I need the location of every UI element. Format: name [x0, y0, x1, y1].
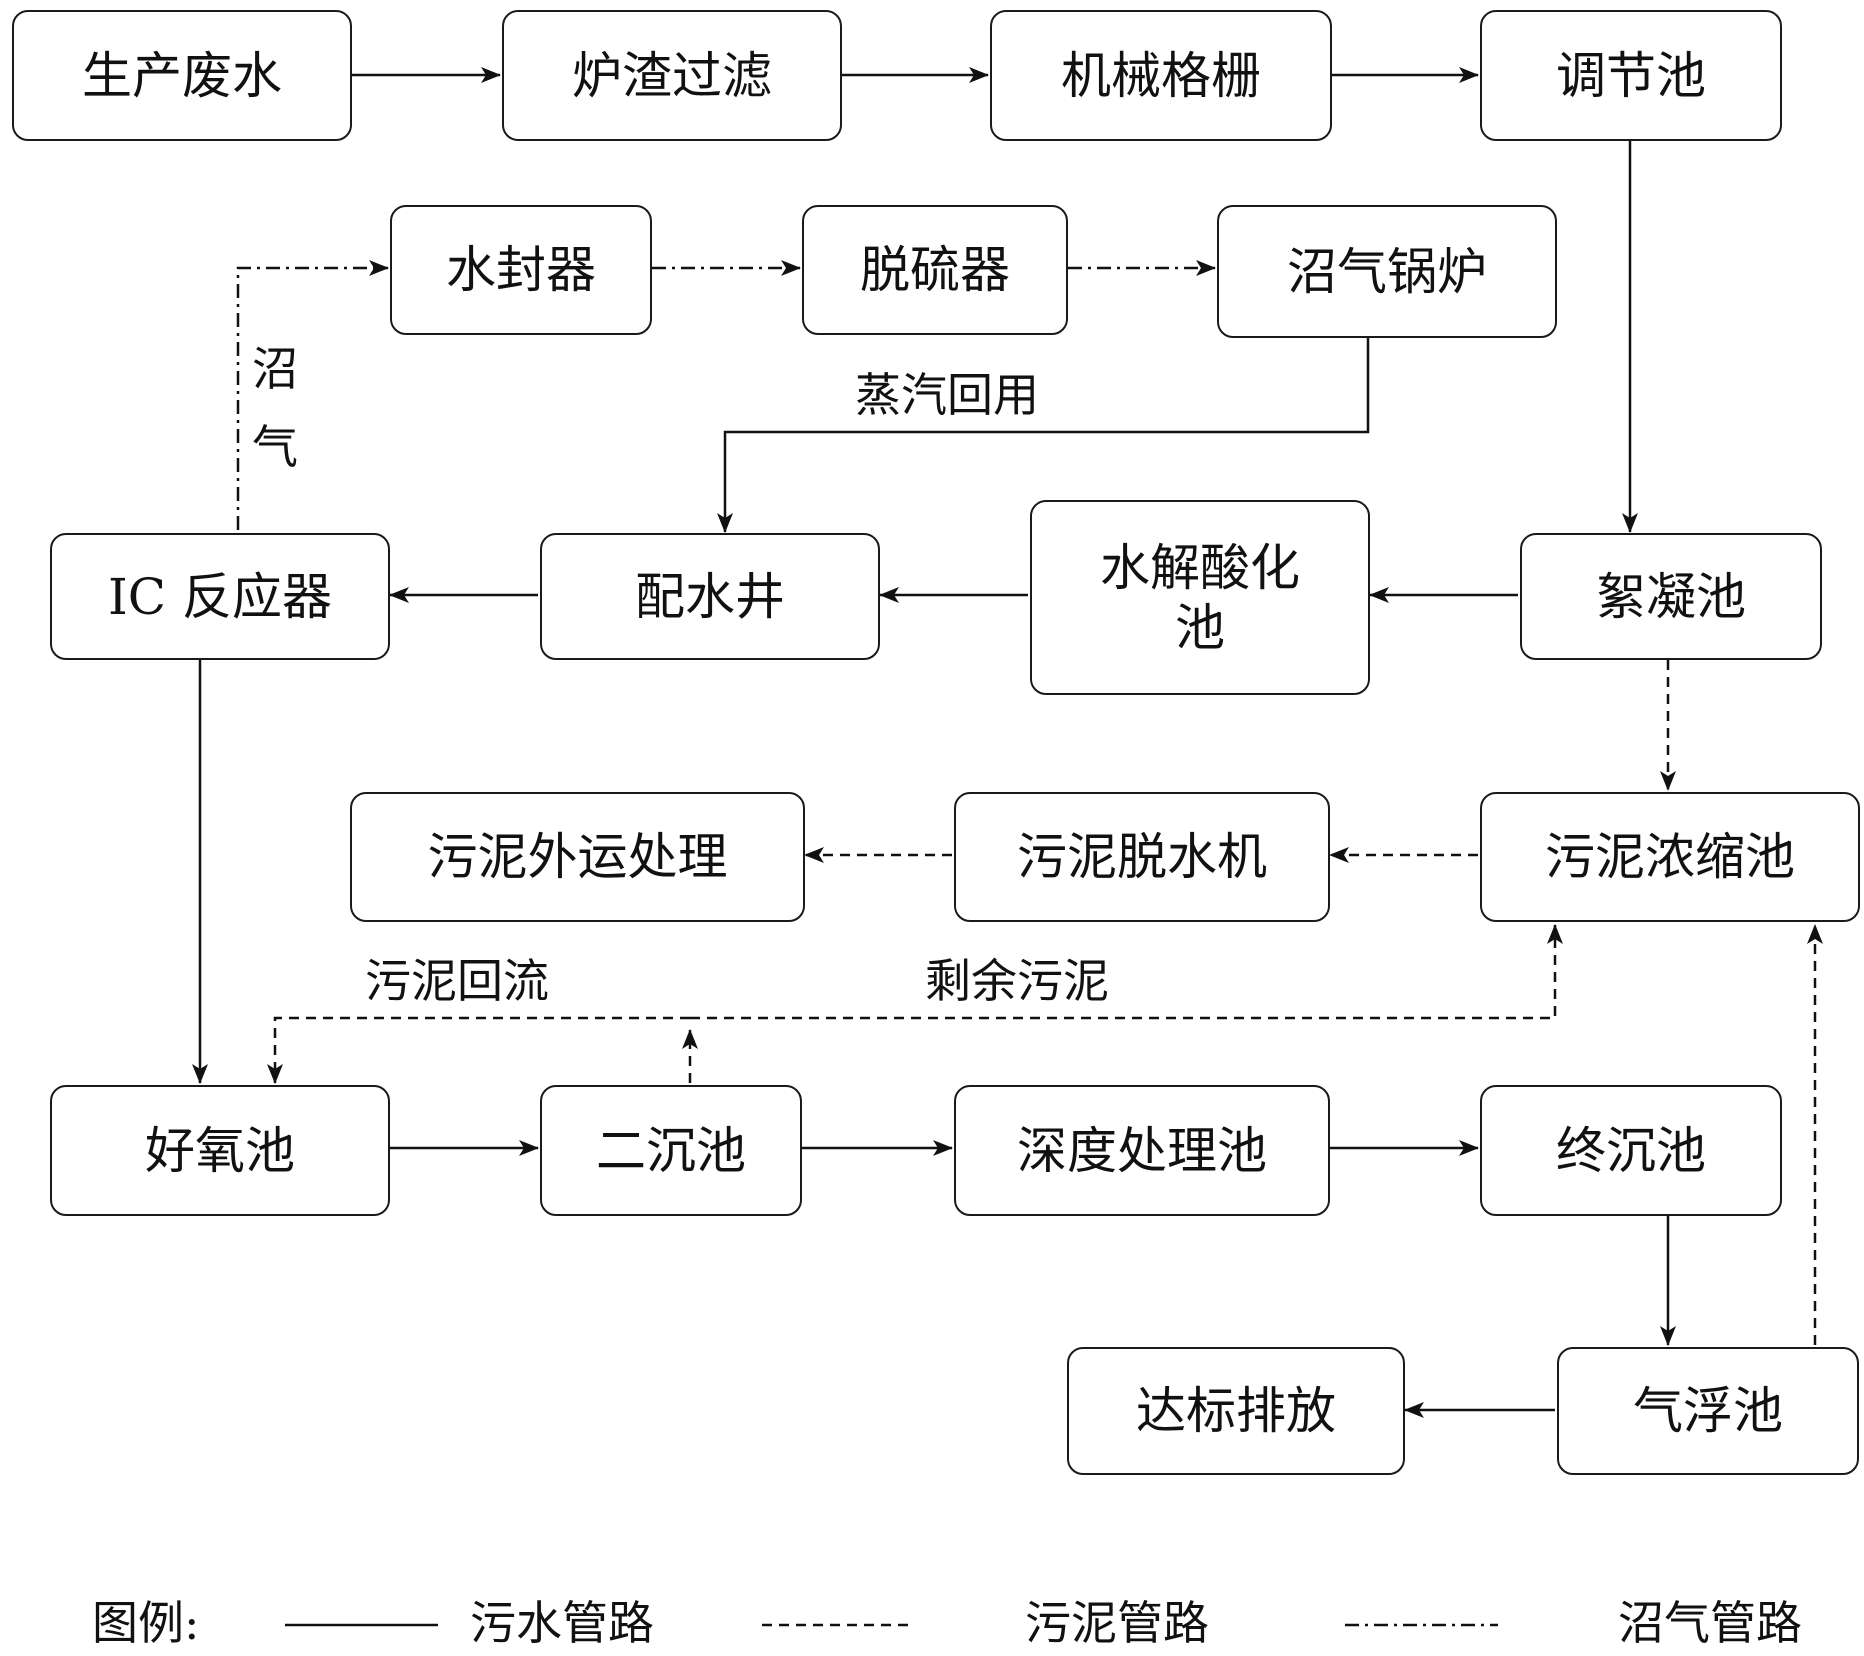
node-ic-reactor: IC 反应器 [50, 533, 390, 660]
node-slag-filter: 炉渣过滤 [502, 10, 842, 141]
node-regulating-tank: 调节池 [1480, 10, 1782, 141]
node-secondary-clarifier: 二沉池 [540, 1085, 802, 1216]
edge-boiler-steam-to-distribution [717, 338, 1370, 533]
edge-excess-sludge-to-thickener [690, 924, 1563, 1020]
legend-sludge-pipe: 污泥管路 [1025, 1596, 1209, 1650]
node-advanced-treatment: 深度处理池 [954, 1085, 1330, 1216]
sludge-flow-lines [267, 660, 1823, 1345]
node-flocculation-tank: 絮凝池 [1520, 533, 1822, 660]
node-distribution-well: 配水井 [540, 533, 880, 660]
node-sludge-thickener: 污泥浓缩池 [1480, 792, 1860, 922]
legend-title: 图例: [92, 1596, 200, 1650]
label-excess-sludge: 剩余污泥 [925, 954, 1109, 1008]
node-mechanical-grille: 机械格栅 [990, 10, 1332, 141]
node-air-flotation: 气浮池 [1557, 1347, 1859, 1475]
node-sludge-dewater: 污泥脱水机 [954, 792, 1330, 922]
sewage-flow-lines [192, 67, 1676, 1418]
node-compliant-discharge: 达标排放 [1067, 1347, 1405, 1475]
node-aerobic-tank: 好氧池 [50, 1085, 390, 1216]
edge-ic-biogas-to-water-seal [236, 260, 389, 530]
label-steam-reuse: 蒸汽回用 [855, 368, 1039, 422]
legend-biogas-pipe: 沼气管路 [1618, 1596, 1802, 1650]
legend-sewage-pipe: 污水管路 [470, 1596, 654, 1650]
label-sludge-return: 污泥回流 [365, 954, 549, 1008]
node-biogas-boiler: 沼气锅炉 [1217, 205, 1557, 338]
biogas-flow-lines [236, 260, 1216, 530]
node-final-clarifier: 终沉池 [1480, 1085, 1782, 1216]
edge-sludge-return-to-aerobic [267, 1016, 690, 1084]
node-water-seal: 水封器 [390, 205, 652, 335]
label-biogas: 沼气 [252, 342, 298, 475]
node-production-wastewater: 生产废水 [12, 10, 352, 141]
node-hydrolysis-tank: 水解酸化池 [1030, 500, 1370, 695]
node-desulfurizer: 脱硫器 [802, 205, 1068, 335]
node-sludge-disposal: 污泥外运处理 [350, 792, 805, 922]
